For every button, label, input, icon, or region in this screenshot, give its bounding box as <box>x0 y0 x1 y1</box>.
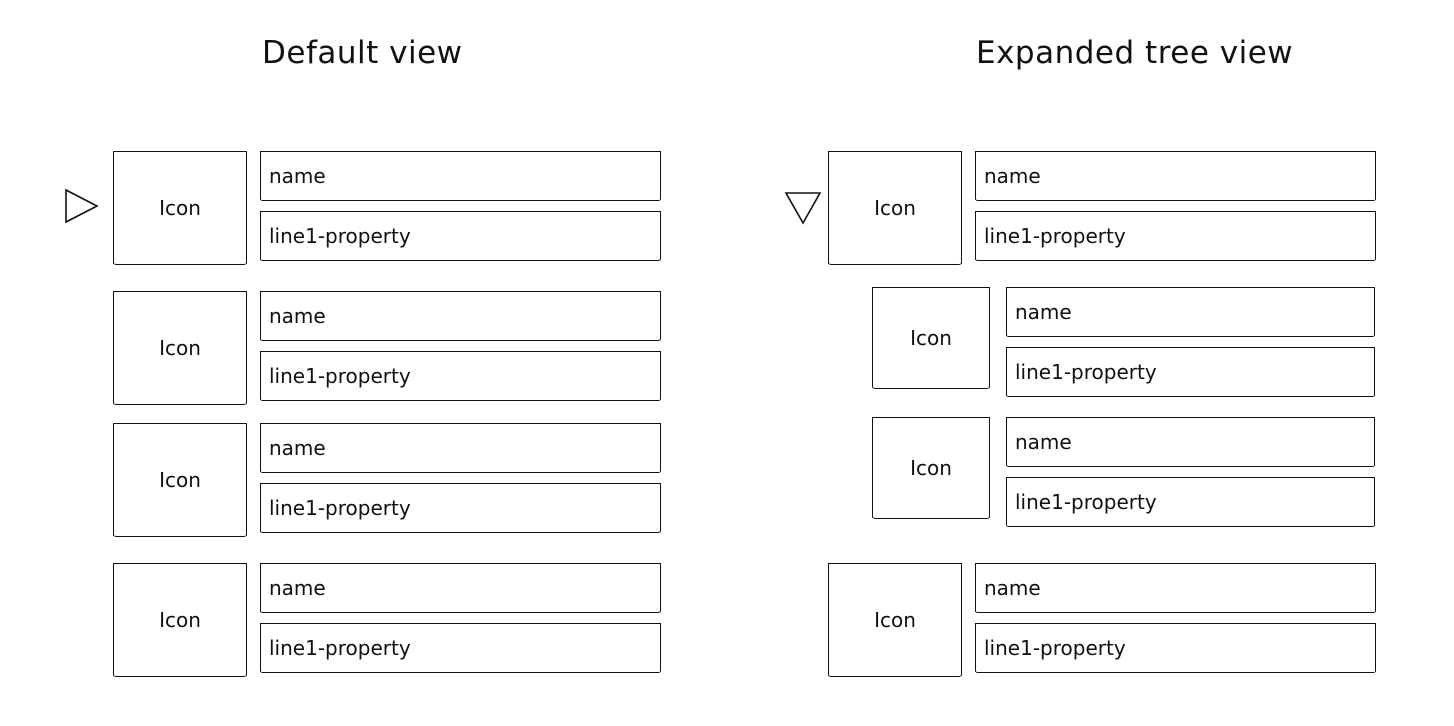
default-view-title: Default view <box>262 35 463 71</box>
name-field: name <box>975 563 1376 613</box>
name-field: name <box>260 563 661 613</box>
expanded-tree-view-title: Expanded tree view <box>976 35 1294 71</box>
item-icon: Icon <box>113 291 247 405</box>
name-field: name <box>260 291 661 341</box>
triangle-down-icon[interactable] <box>784 191 822 225</box>
property-field: line1-property <box>1006 477 1375 527</box>
property-field: line1-property <box>1006 347 1375 397</box>
property-field: line1-property <box>260 351 661 401</box>
item-icon: Icon <box>113 151 247 265</box>
triangle-right-icon[interactable] <box>64 188 100 224</box>
name-field: name <box>1006 417 1375 467</box>
name-field: name <box>260 151 661 201</box>
property-field: line1-property <box>260 483 661 533</box>
item-icon: Icon <box>872 287 990 389</box>
property-field: line1-property <box>975 623 1376 673</box>
property-field: line1-property <box>260 623 661 673</box>
property-field: line1-property <box>260 211 661 261</box>
item-icon: Icon <box>828 563 962 677</box>
item-icon: Icon <box>828 151 962 265</box>
item-icon: Icon <box>113 563 247 677</box>
item-icon: Icon <box>872 417 990 519</box>
property-field: line1-property <box>975 211 1376 261</box>
name-field: name <box>975 151 1376 201</box>
name-field: name <box>260 423 661 473</box>
item-icon: Icon <box>113 423 247 537</box>
name-field: name <box>1006 287 1375 337</box>
